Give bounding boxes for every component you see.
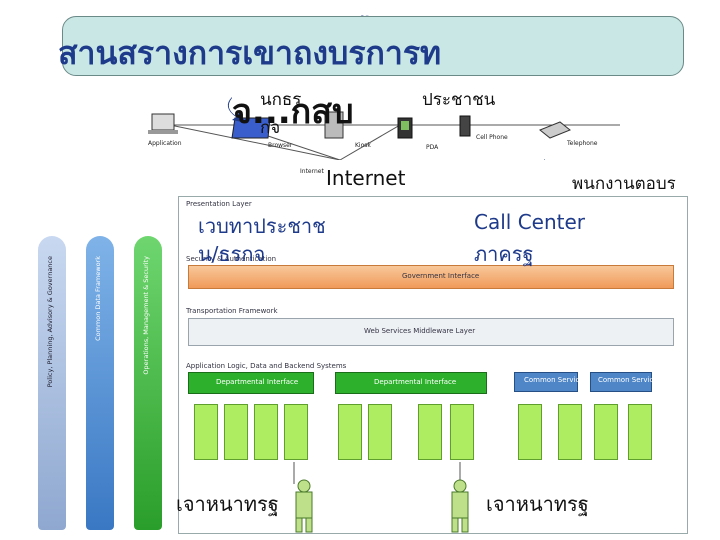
application-computer-icon	[151, 113, 175, 131]
web-portal-label-line2: น/ธรกจ	[198, 242, 266, 266]
backend-cell	[418, 404, 442, 460]
government-interface-label: Government Interface	[402, 272, 480, 280]
common-services-label: Common Services	[524, 376, 588, 384]
common-services-label: Common Services	[598, 376, 662, 384]
cell-phone-icon	[459, 115, 471, 137]
internet-label: Internet	[326, 166, 406, 190]
staff-label: พนกงานตอบร	[572, 174, 676, 194]
device-label: Application	[148, 140, 182, 147]
officer-figure-icon	[293, 462, 313, 533]
backend-cell	[194, 404, 218, 460]
application-layer-label: Application Logic, Data and Backend Syst…	[186, 362, 347, 370]
backend-cell	[594, 404, 618, 460]
title-banner	[62, 16, 684, 76]
data-framework-label: Common Data Framework	[94, 256, 102, 341]
architecture-diagram	[178, 196, 688, 534]
officer-label-right: เจาหนาทรฐ	[486, 492, 589, 516]
backend-cells	[188, 400, 672, 462]
telephone-icon	[539, 121, 571, 139]
backend-cell	[224, 404, 248, 460]
page-title: สานสรางการเขาถงบรการท	[58, 34, 442, 72]
citizen-label-left-line2: กจ	[260, 118, 281, 138]
operations-label: Operations, Management & Security	[142, 256, 150, 375]
officer-figure-icon	[451, 462, 469, 533]
departmental-interface-block	[188, 372, 314, 394]
operations-column: Operations, Management & Security	[134, 236, 162, 530]
device-label: Browser	[268, 142, 293, 149]
departmental-interface-label: Departmental Interface	[216, 378, 299, 386]
policy-column: Policy, Planning, Advisory & Governance	[38, 236, 66, 530]
backend-cell	[338, 404, 362, 460]
transportation-label: Transportation Framework	[186, 307, 278, 315]
citizen-label-left: นกธร	[260, 90, 302, 110]
call-center-label: Call Center	[474, 210, 586, 234]
device-network-diagram	[148, 97, 620, 160]
officer-label-left: เจาหนาทรฐ	[176, 492, 279, 516]
channel-arrow-icon	[227, 97, 242, 122]
citizen-label-right: ประชาชน	[422, 90, 496, 110]
device-label: Cell Phone	[476, 134, 508, 141]
web-portal-label: เวบทาประชาช	[198, 214, 326, 238]
device-label: PDA	[426, 144, 439, 151]
data-framework-column: Common Data Framework	[86, 236, 114, 530]
kiosk-icon	[324, 111, 344, 139]
middleware-bar	[188, 318, 674, 346]
backend-cell	[628, 404, 652, 460]
policy-label: Policy, Planning, Advisory & Governance	[46, 256, 54, 388]
common-services-block	[514, 372, 578, 392]
security-layer-label: Security & Authentication	[186, 255, 277, 263]
backend-cell	[368, 404, 392, 460]
presentation-layer-label: Presentation Layer	[186, 200, 252, 208]
government-interface-bar	[188, 265, 674, 289]
departmental-interface-block	[335, 372, 487, 394]
staff-arrow-icon	[544, 159, 545, 160]
call-center-label-line2: ภาครฐ	[474, 242, 534, 266]
common-services-block	[590, 372, 652, 392]
backend-cell	[518, 404, 542, 460]
backend-cell	[450, 404, 474, 460]
backend-cell	[284, 404, 308, 460]
device-label: Kiosk	[355, 142, 371, 149]
channel-center-label: จ...กสบ	[232, 92, 354, 132]
middleware-label: Web Services Middleware Layer	[364, 327, 476, 335]
departmental-interface-label: Departmental Interface	[374, 378, 457, 386]
internet-small-label: Internet	[300, 168, 324, 175]
laptop-icon	[231, 117, 271, 139]
backend-cell	[254, 404, 278, 460]
backend-cell	[558, 404, 582, 460]
device-label: Telephone	[567, 140, 598, 147]
